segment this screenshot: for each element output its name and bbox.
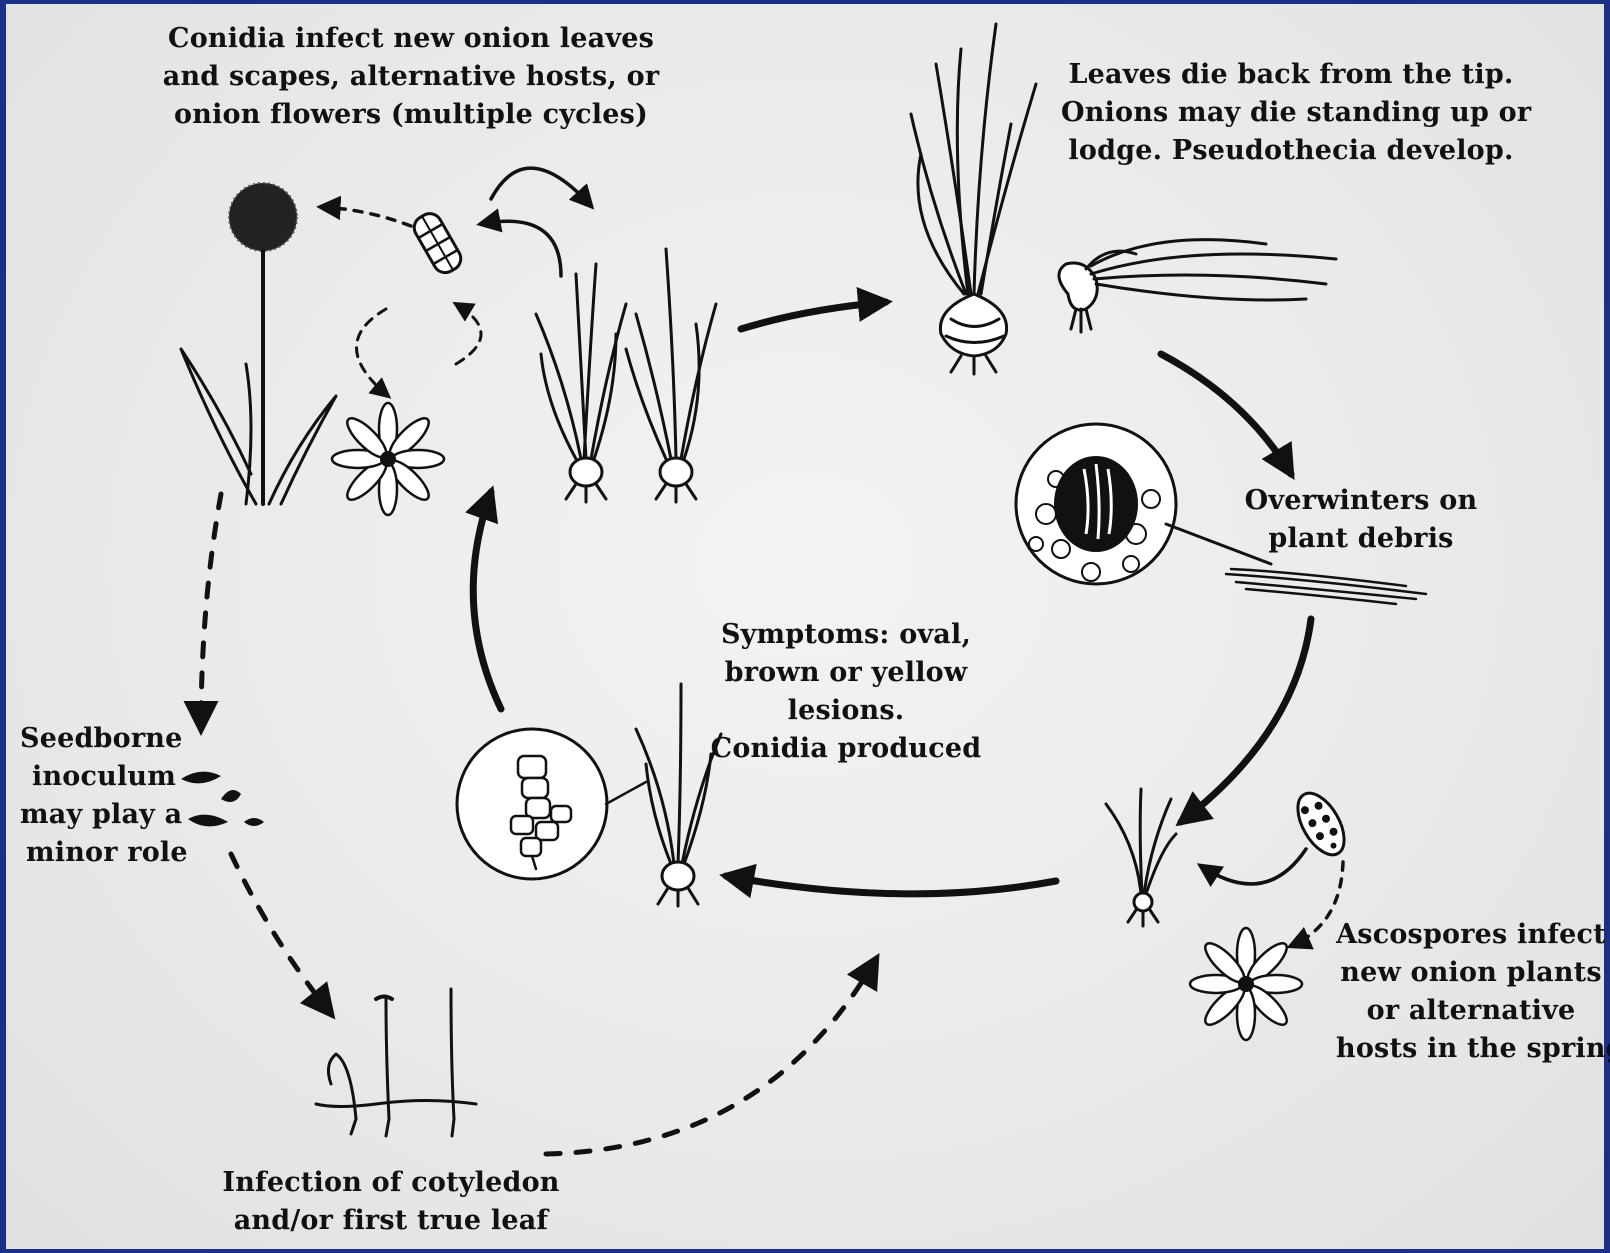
label-symptoms: Symptoms: oval, brown or yellow lesions.… [706, 616, 986, 768]
alternative-host-icon [332, 403, 444, 515]
label-cotyledon: Infection of cotyledon and/or first true… [206, 1164, 576, 1240]
germinating-seedlings-icon [316, 989, 476, 1136]
mature-onion-icon [911, 24, 1036, 374]
label-line: minor role [20, 834, 200, 872]
label-line: may play a [20, 796, 200, 834]
label-line: inoculum [20, 758, 200, 796]
label-line: Symptoms: oval, [706, 616, 986, 654]
arrow-mature-to-overwinter [1161, 354, 1291, 474]
label-line: onion flowers (multiple cycles) [161, 96, 661, 134]
arrow-seedling-to-symptoms [726, 876, 1056, 894]
onion-flower-icon [181, 183, 336, 504]
label-line: Overwinters on [1231, 482, 1491, 520]
alternative-host-spring-icon [1190, 928, 1302, 1040]
label-line: Leaves die back from the tip. [1061, 56, 1521, 94]
label-line: lodge. Pseudothecia develop. [1061, 132, 1521, 170]
arrow-symptoms-to-young [473, 492, 501, 709]
label-line: lesions. [706, 692, 986, 730]
arrow-leaves-loop-out [491, 168, 591, 206]
arrow-seed-dashed [201, 494, 221, 729]
lesion-magnified-icon [457, 729, 646, 879]
label-overwinters: Overwinters on plant debris [1231, 482, 1491, 558]
arrow-conidium-to-flower [321, 207, 411, 226]
label-line: and scapes, alternative hosts, or [161, 58, 661, 96]
lodged-onion-icon [1059, 240, 1336, 332]
arrow-young-to-mature [741, 302, 886, 329]
label-line: Conidia produced [706, 730, 986, 768]
diagram-frame: Conidia infect new onion leaves and scap… [6, 4, 1604, 1249]
plant-debris-icon [1226, 569, 1426, 604]
label-line: Infection of cotyledon [206, 1164, 576, 1202]
label-line: new onion plants [1336, 954, 1606, 992]
young-onion-plants-icon [536, 249, 716, 502]
label-line: Conidia infect new onion leaves [161, 20, 661, 58]
seedling-icon [1106, 789, 1176, 926]
arrow-leaves-loop-in [481, 221, 561, 276]
label-line: Seedborne [20, 720, 200, 758]
conidium-icon [410, 209, 465, 277]
arrow-overwinter-to-seedling [1181, 619, 1311, 822]
label-line: Onions may die standing up or [1061, 94, 1521, 132]
label-line: and/or first true leaf [206, 1202, 576, 1240]
label-line: or alternative [1336, 992, 1606, 1030]
label-line: Ascospores infect [1336, 916, 1606, 954]
label-seedborne: Seedborne inoculum may play a minor role [20, 720, 200, 872]
arrow-seed-to-seedlings [231, 854, 331, 1014]
arrow-cotyledon-to-symptoms [546, 959, 876, 1154]
label-line: hosts in the spring [1336, 1030, 1606, 1068]
label-line: plant debris [1231, 520, 1491, 558]
ascospore-icon [1288, 786, 1353, 863]
arrow-host-loop-a [456, 304, 481, 364]
label-line: brown or yellow [706, 654, 986, 692]
arrow-host-loop-b [356, 309, 388, 396]
label-ascospores: Ascospores infect new onion plants or al… [1336, 916, 1606, 1068]
label-conidia-infect: Conidia infect new onion leaves and scap… [161, 20, 661, 134]
label-leaves-die: Leaves die back from the tip. Onions may… [1061, 56, 1521, 170]
arrow-ascospore-to-seedling [1201, 849, 1306, 884]
